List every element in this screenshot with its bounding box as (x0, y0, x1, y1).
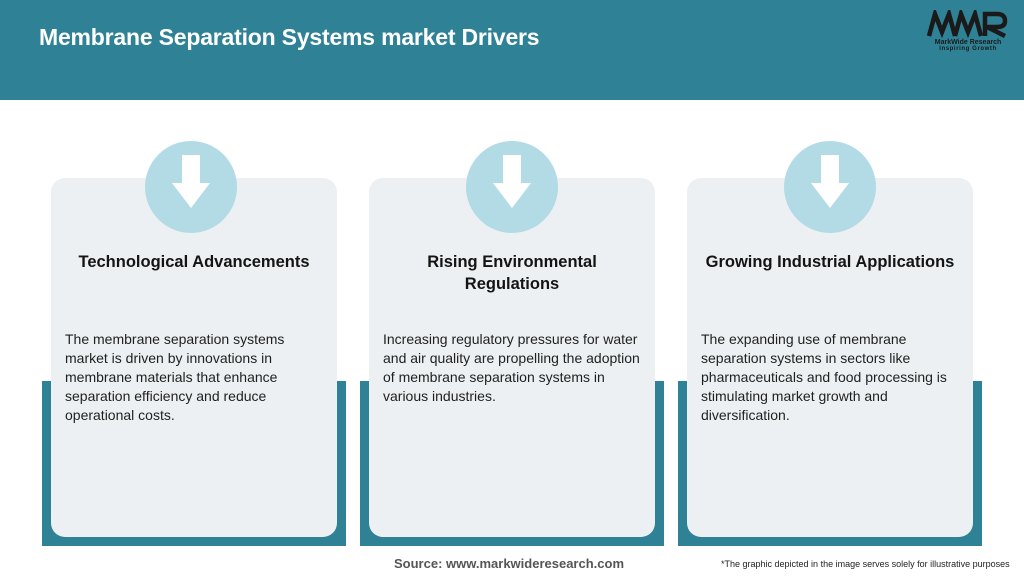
logo-tagline: Inspiring Growth (939, 46, 997, 52)
card-description: The expanding use of membrane separation… (701, 331, 947, 423)
card-panel: Rising Environmental Regulations Increas… (369, 178, 655, 537)
card-title: Technological Advancements (78, 253, 310, 271)
driver-card-2: Rising Environmental Regulations Increas… (360, 178, 673, 546)
card-title: Growing Industrial Applications (705, 253, 955, 271)
driver-card-1: Technological Advancements The membrane … (42, 178, 355, 546)
down-arrow-icon (466, 141, 558, 233)
page-title: Membrane Separation Systems market Drive… (39, 24, 540, 50)
down-arrow-icon (145, 141, 237, 233)
mwr-logo-icon (926, 10, 1008, 38)
driver-card-3: Growing Industrial Applications The expa… (678, 178, 991, 546)
card-description: The membrane separation systems market i… (65, 331, 285, 423)
card-description: Increasing regulatory pressures for wate… (383, 331, 640, 404)
source-credit: Source: www.markwideresearch.com (394, 556, 625, 571)
down-arrow-icon (784, 141, 876, 233)
card-title: Rising Environmental Regulations (427, 253, 597, 293)
header-banner: Membrane Separation Systems market Drive… (0, 0, 1024, 100)
disclaimer-note: *The graphic depicted in the image serve… (721, 559, 1010, 569)
card-panel: Growing Industrial Applications The expa… (687, 178, 973, 537)
logo-name: MarkWide Research (934, 39, 1002, 46)
card-panel: Technological Advancements The membrane … (51, 178, 337, 537)
company-logo: MarkWide Research Inspiring Growth (920, 10, 1016, 60)
